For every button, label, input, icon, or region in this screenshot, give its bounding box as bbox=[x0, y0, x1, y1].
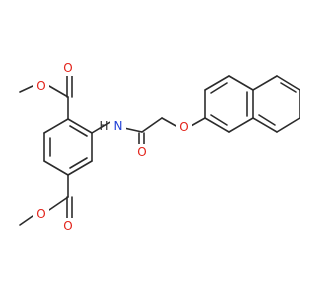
atom-o-bottom-ether: O bbox=[36, 207, 45, 221]
bond-ring-3 bbox=[67, 160, 93, 176]
bond-ring-1 bbox=[67, 118, 93, 134]
bond-naph-8 bbox=[276, 75, 300, 91]
bond-naph-inner-1 bbox=[210, 114, 228, 126]
atom-labels: O O N H O O O O bbox=[33, 60, 192, 234]
bond-ring-inner-2 bbox=[69, 157, 88, 169]
atom-o-top-carbonyl: O bbox=[63, 61, 72, 75]
atom-o-bottom-carbonyl: O bbox=[63, 219, 72, 233]
atom-o-ether: O bbox=[179, 120, 188, 134]
molecule-canvas: O O N H O O O O bbox=[19, 60, 300, 234]
bond-naph-inner-5 bbox=[258, 114, 276, 126]
mask-o6 bbox=[33, 206, 49, 222]
mask-o2 bbox=[33, 78, 49, 94]
atom-h-amide: H bbox=[99, 119, 108, 133]
structure-diagram: O O N H O O O O bbox=[19, 60, 300, 234]
mask-o3 bbox=[134, 144, 150, 160]
bond-ring-4 bbox=[43, 160, 69, 176]
bond-ch2-o bbox=[161, 117, 179, 128]
atom-n-amide: N bbox=[114, 119, 123, 133]
bond-n-carbonyl bbox=[123, 127, 143, 133]
mask-o1 bbox=[60, 60, 76, 76]
bond-methyl-top bbox=[19, 85, 34, 93]
bond-carbonyl-ch2 bbox=[141, 117, 163, 133]
bond-ring-6 bbox=[43, 118, 69, 134]
bond-naph-3 bbox=[228, 75, 254, 91]
bond-naph-11 bbox=[252, 117, 278, 133]
atom-o-top-ether: O bbox=[36, 79, 45, 93]
bond-ester-top-o-c bbox=[48, 85, 69, 98]
bond-naph-2 bbox=[204, 75, 230, 91]
mask-o4 bbox=[176, 119, 192, 135]
bond-naph-5 bbox=[228, 117, 254, 133]
bond-bottom-ester-c-o bbox=[48, 196, 69, 211]
bond-naph-inner-2 bbox=[210, 82, 228, 94]
bond-naph-inner-4 bbox=[280, 82, 297, 93]
mask-n bbox=[110, 118, 126, 134]
mask-o5 bbox=[60, 218, 76, 234]
bond-naph-6 bbox=[204, 117, 230, 133]
bond-ring-inner-1 bbox=[69, 125, 88, 137]
bond-naph-10 bbox=[276, 117, 300, 133]
bond-methyl-bottom bbox=[19, 215, 34, 226]
bond-ring-n bbox=[91, 120, 113, 134]
bonds bbox=[19, 75, 300, 226]
atom-o-amide-carbonyl: O bbox=[137, 145, 146, 159]
bond-naph-7 bbox=[252, 75, 278, 91]
